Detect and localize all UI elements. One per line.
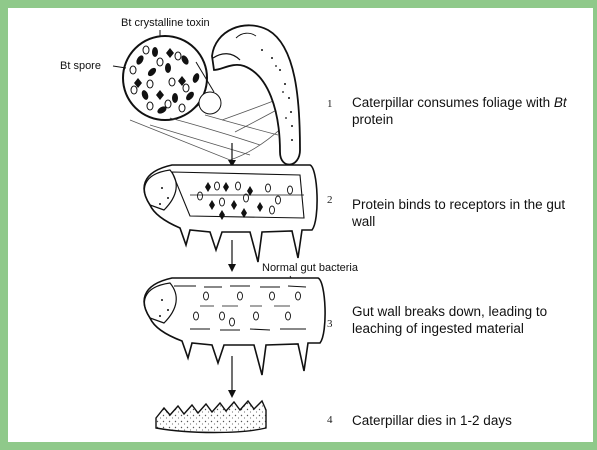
step-caption-3: Gut wall breaks down, leading to leachin…	[352, 303, 582, 337]
bt-emphasis: Bt	[554, 95, 567, 110]
bt-toxin-label: Bt crystalline toxin	[121, 17, 210, 29]
step-caption-1: Caterpillar consumes foliage with Bt pro…	[352, 94, 582, 128]
step-number-1: 1	[327, 98, 333, 110]
bt-spore-label: Bt spore	[60, 60, 101, 72]
gut-bacteria-label: Normal gut bacteria	[262, 262, 358, 274]
step-caption-2: Protein binds to receptors in the gut wa…	[352, 196, 582, 230]
step-caption-4: Caterpillar dies in 1-2 days	[352, 412, 582, 429]
caterpillar-4-dead	[156, 401, 266, 433]
arrow-3-to-4	[228, 356, 236, 398]
caterpillar-2	[144, 165, 317, 262]
step-number-3: 3	[327, 318, 333, 330]
step-number-4: 4	[327, 414, 333, 426]
magnified-spore-circle	[123, 36, 207, 120]
caterpillar-3	[144, 278, 325, 375]
step-number-2: 2	[327, 194, 333, 206]
arrow-1-to-2	[228, 143, 236, 167]
arrow-2-to-3	[228, 240, 236, 272]
